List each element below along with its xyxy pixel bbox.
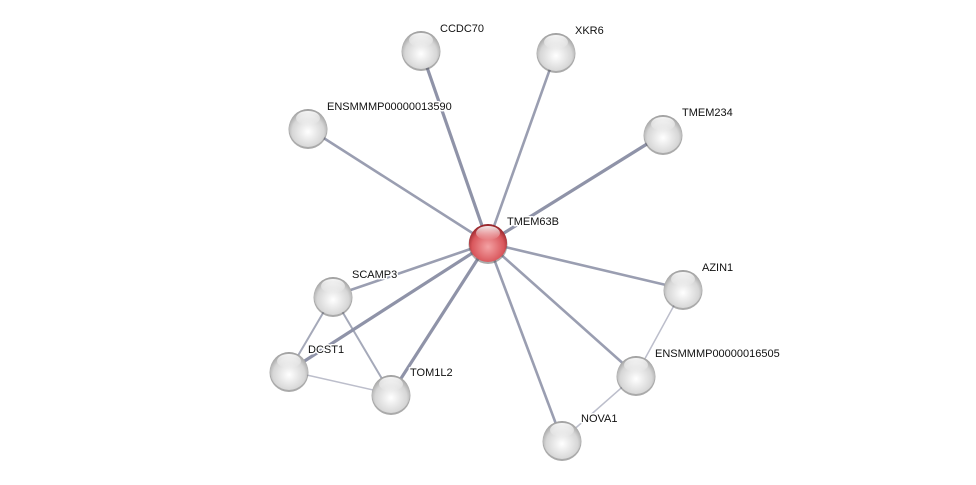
node-xkr6[interactable]: XKR6 <box>536 24 605 73</box>
edge-tmem63b-azin1[interactable] <box>487 241 684 291</box>
node-nova1[interactable]: NOVA1 <box>542 412 619 461</box>
node-tom1l2[interactable]: TOM1L2 <box>371 366 454 415</box>
node-label: TOM1L2 <box>410 367 453 379</box>
node-label: ENSMMMP00000013590 <box>327 101 452 113</box>
edge-tmem63b-scamp3[interactable] <box>332 241 489 298</box>
node-tmem63b[interactable]: TMEM63B <box>468 215 560 264</box>
edge-tmem63b-ensmmmp00000013590[interactable] <box>307 126 489 245</box>
edge-tmem63b-dcst1[interactable] <box>288 241 489 373</box>
node-label: ENSMMMP00000016505 <box>655 348 780 360</box>
node-scamp3[interactable]: SCAMP3 <box>313 268 399 317</box>
node-label: TMEM63B <box>507 216 559 228</box>
node-label: DCST1 <box>308 344 344 356</box>
node-azin1[interactable]: AZIN1 <box>663 261 735 310</box>
node-label: AZIN1 <box>702 262 733 274</box>
node-label: XKR6 <box>575 25 604 37</box>
node-ccdc70[interactable]: CCDC70 <box>401 22 486 71</box>
node-label: NOVA1 <box>581 413 617 425</box>
node-ensmmmp00000013590[interactable]: ENSMMMP00000013590 <box>288 100 453 149</box>
edge-tmem63b-ccdc70[interactable] <box>419 49 490 244</box>
node-tmem234[interactable]: TMEM234 <box>643 106 734 155</box>
node-label: TMEM234 <box>682 107 733 119</box>
node-dcst1[interactable]: DCST1 <box>269 343 346 392</box>
edge-tmem63b-tom1l2[interactable] <box>389 242 490 395</box>
node-label: SCAMP3 <box>352 269 397 281</box>
edge-tmem63b-xkr6[interactable] <box>486 51 558 244</box>
edge-tmem63b-tmem234[interactable] <box>487 132 664 245</box>
node-ensmmmp00000016505[interactable]: ENSMMMP00000016505 <box>616 347 781 396</box>
node-label: CCDC70 <box>440 23 484 35</box>
edge-tmem63b-nova1[interactable] <box>486 242 564 441</box>
edge-tmem63b-ensmmmp00000016505[interactable] <box>487 242 637 376</box>
